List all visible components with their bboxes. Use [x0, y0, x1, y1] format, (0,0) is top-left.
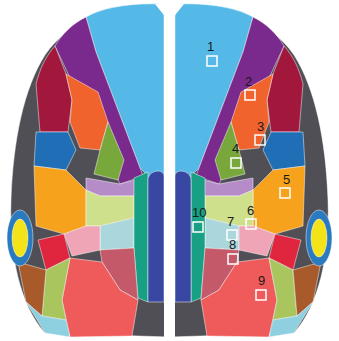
callout-number: 2 [245, 75, 252, 89]
right-hemisphere [169, 4, 332, 337]
callout-number: 1 [207, 40, 214, 54]
left-hemisphere [7, 4, 170, 337]
callout-number: 9 [258, 274, 265, 288]
callout-number: 5 [283, 173, 290, 187]
callout-number: 4 [232, 142, 239, 156]
midline-notch [155, 4, 184, 22]
callout-number: 8 [229, 238, 236, 252]
callout-number: 3 [257, 120, 264, 134]
callout-number: 7 [227, 215, 234, 229]
callout-number: 6 [247, 204, 254, 218]
callout-number: 10 [192, 206, 206, 220]
sample-squares [193, 56, 290, 300]
midline [164, 14, 175, 341]
